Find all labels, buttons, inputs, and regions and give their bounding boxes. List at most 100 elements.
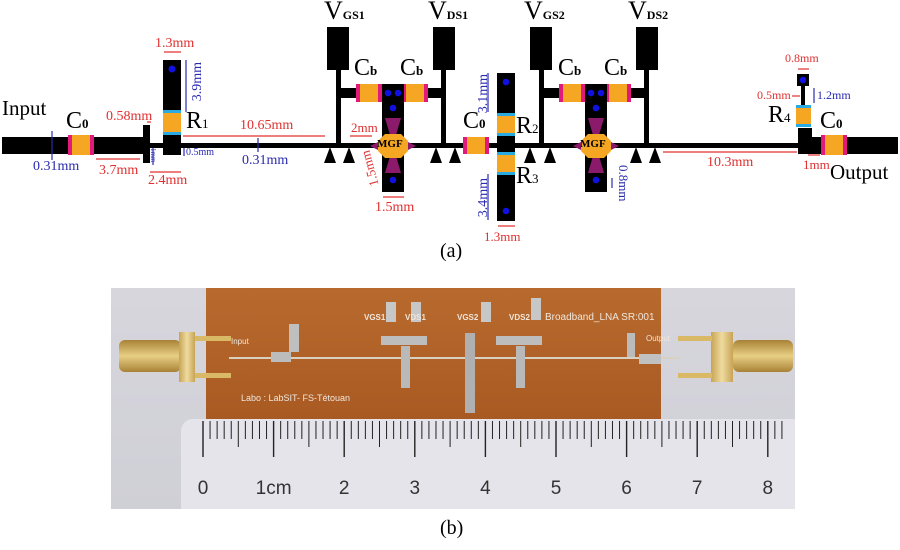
ruler-tick-label: 8 [763,478,774,499]
label-cb2-main: C [400,55,417,81]
board-label-output: Output [646,334,671,343]
ruler-tick-label: 1cm [256,478,292,499]
radial-stubs-1 [324,147,461,163]
dim-0-8-r4: 0.8mm [785,51,819,65]
ruler-tick-label: 3 [410,478,421,499]
ruler-tick-label: 5 [551,478,562,499]
label-vds2-sub: DS2 [646,8,669,22]
dimension-arrows-blue [51,60,815,220]
sma-flange-input [179,332,195,382]
board-label-vgs1: VGS1 [364,313,386,322]
label-c0-input-sub: 0 [82,116,89,131]
radial-stubs-2 [524,147,661,163]
capacitor-c0-input [68,135,94,155]
ruler-tick-label: 2 [339,478,350,499]
pcb-trace [229,357,679,359]
label-r3-sub: 3 [532,171,539,186]
capacitor-cb3 [559,84,585,102]
capacitor-cb1 [356,84,382,102]
label-c0-output-main: C [820,108,837,134]
dim-0-5-r1: 0.5mm [186,147,215,158]
dimension-arrows [96,51,820,227]
label-c0-mid-main: C [463,108,480,134]
transistor-mgf2 [573,84,619,192]
board-label-title: Broadband_LNA SR:001 [545,312,655,323]
resistor-r1 [163,60,181,155]
label-cb3-sub: b [574,63,582,78]
label-r2: R2 [516,113,539,140]
capacitor-cb2 [402,84,428,102]
label-cb3: Cb [558,55,581,82]
label-r4-sub: 4 [784,110,791,125]
stub-058 [143,125,150,163]
label-r4: R4 [768,102,791,129]
resistor-r2-r3 [497,73,515,221]
label-vds1-main: V [428,0,447,25]
dim-10-3: 10.3mm [707,155,754,170]
label-c0-input: C0 [66,108,89,135]
port-output-label: Output [830,160,889,184]
sma-connector-input [119,340,181,372]
dim-1-2: 1.2mm [817,88,851,102]
label-vds2-main: V [628,0,647,25]
dim-1-5-h: 1.5mm [375,200,415,215]
sma-pins-input [195,336,231,378]
sma-pins-output [678,336,712,378]
label-vds2: VDS2 [628,0,668,26]
caption-b: (b) [440,517,464,539]
label-c0-input-main: C [66,108,83,134]
dim-0-8-v: 0.8mm [616,165,631,202]
bias-vds2 [636,27,658,145]
label-vgs2-sub: GS2 [542,8,565,22]
dim-1-3-r1: 1.3mm [155,36,195,51]
dim-031-input: 0.31mm [33,159,80,174]
ruler-tick-label: 4 [480,478,491,499]
r4-base [798,128,812,154]
dim-1mm-stub: 1mm [149,148,157,163]
dim-10-65: 10.65mm [240,118,294,133]
label-cb2-sub: b [416,63,424,78]
dim-031-mid: 0.31mm [242,153,289,168]
board-label-vds1: VDS1 [405,313,426,322]
layout-diagram [2,27,898,227]
port-input-label: Input [2,96,47,120]
capacitor-cb4 [605,84,631,102]
dim-3-7: 3.7mm [99,163,139,178]
dim-1mm-out: 1mm [803,157,830,172]
label-vgs2-main: V [524,0,543,25]
label-c0-mid-sub: 0 [479,116,486,131]
label-cb4-main: C [604,55,621,81]
dim-2mm: 2mm [351,120,378,135]
transistor-mgf1 [370,84,416,192]
photo-prototype: Input Output VGS1 VDS1 VGS2 VDS2 Broadba… [111,288,795,509]
label-vds1: VDS1 [428,0,468,26]
label-r1-sub: 1 [202,116,209,131]
bias-vds1 [433,27,455,145]
sma-connector-output [733,340,793,372]
caption-a: (a) [440,240,463,262]
label-c0-output-sub: 0 [836,116,843,131]
capacitor-c0-output [821,135,847,155]
label-r2-sub: 2 [532,121,539,136]
label-cb1: Cb [354,55,377,82]
board-label-vds2: VDS2 [509,313,530,322]
label-r1-main: R [186,108,203,134]
dim-1-3-r2: 1.3mm [484,229,521,244]
dim-0-5-r4: 0.5mm [757,88,791,102]
board-label-vgs2: VGS2 [457,313,479,322]
dim-3-4: 3.4mm [476,178,491,218]
dim-3-1: 3.1mm [476,74,491,114]
capacitor-c0-mid [463,137,489,154]
label-mgf2: MGF [580,138,606,150]
label-cb3-main: C [558,55,575,81]
label-mgf1: MGF [377,138,403,150]
label-vgs1-main: V [324,0,343,25]
label-vgs2: VGS2 [524,0,565,26]
dim-0-58: 0.58mm [106,109,153,124]
label-vgs1-sub: GS1 [342,8,365,22]
label-r2-main: R [516,113,533,139]
label-cb1-main: C [354,55,371,81]
label-cb1-sub: b [370,63,378,78]
label-cb2: Cb [400,55,423,82]
